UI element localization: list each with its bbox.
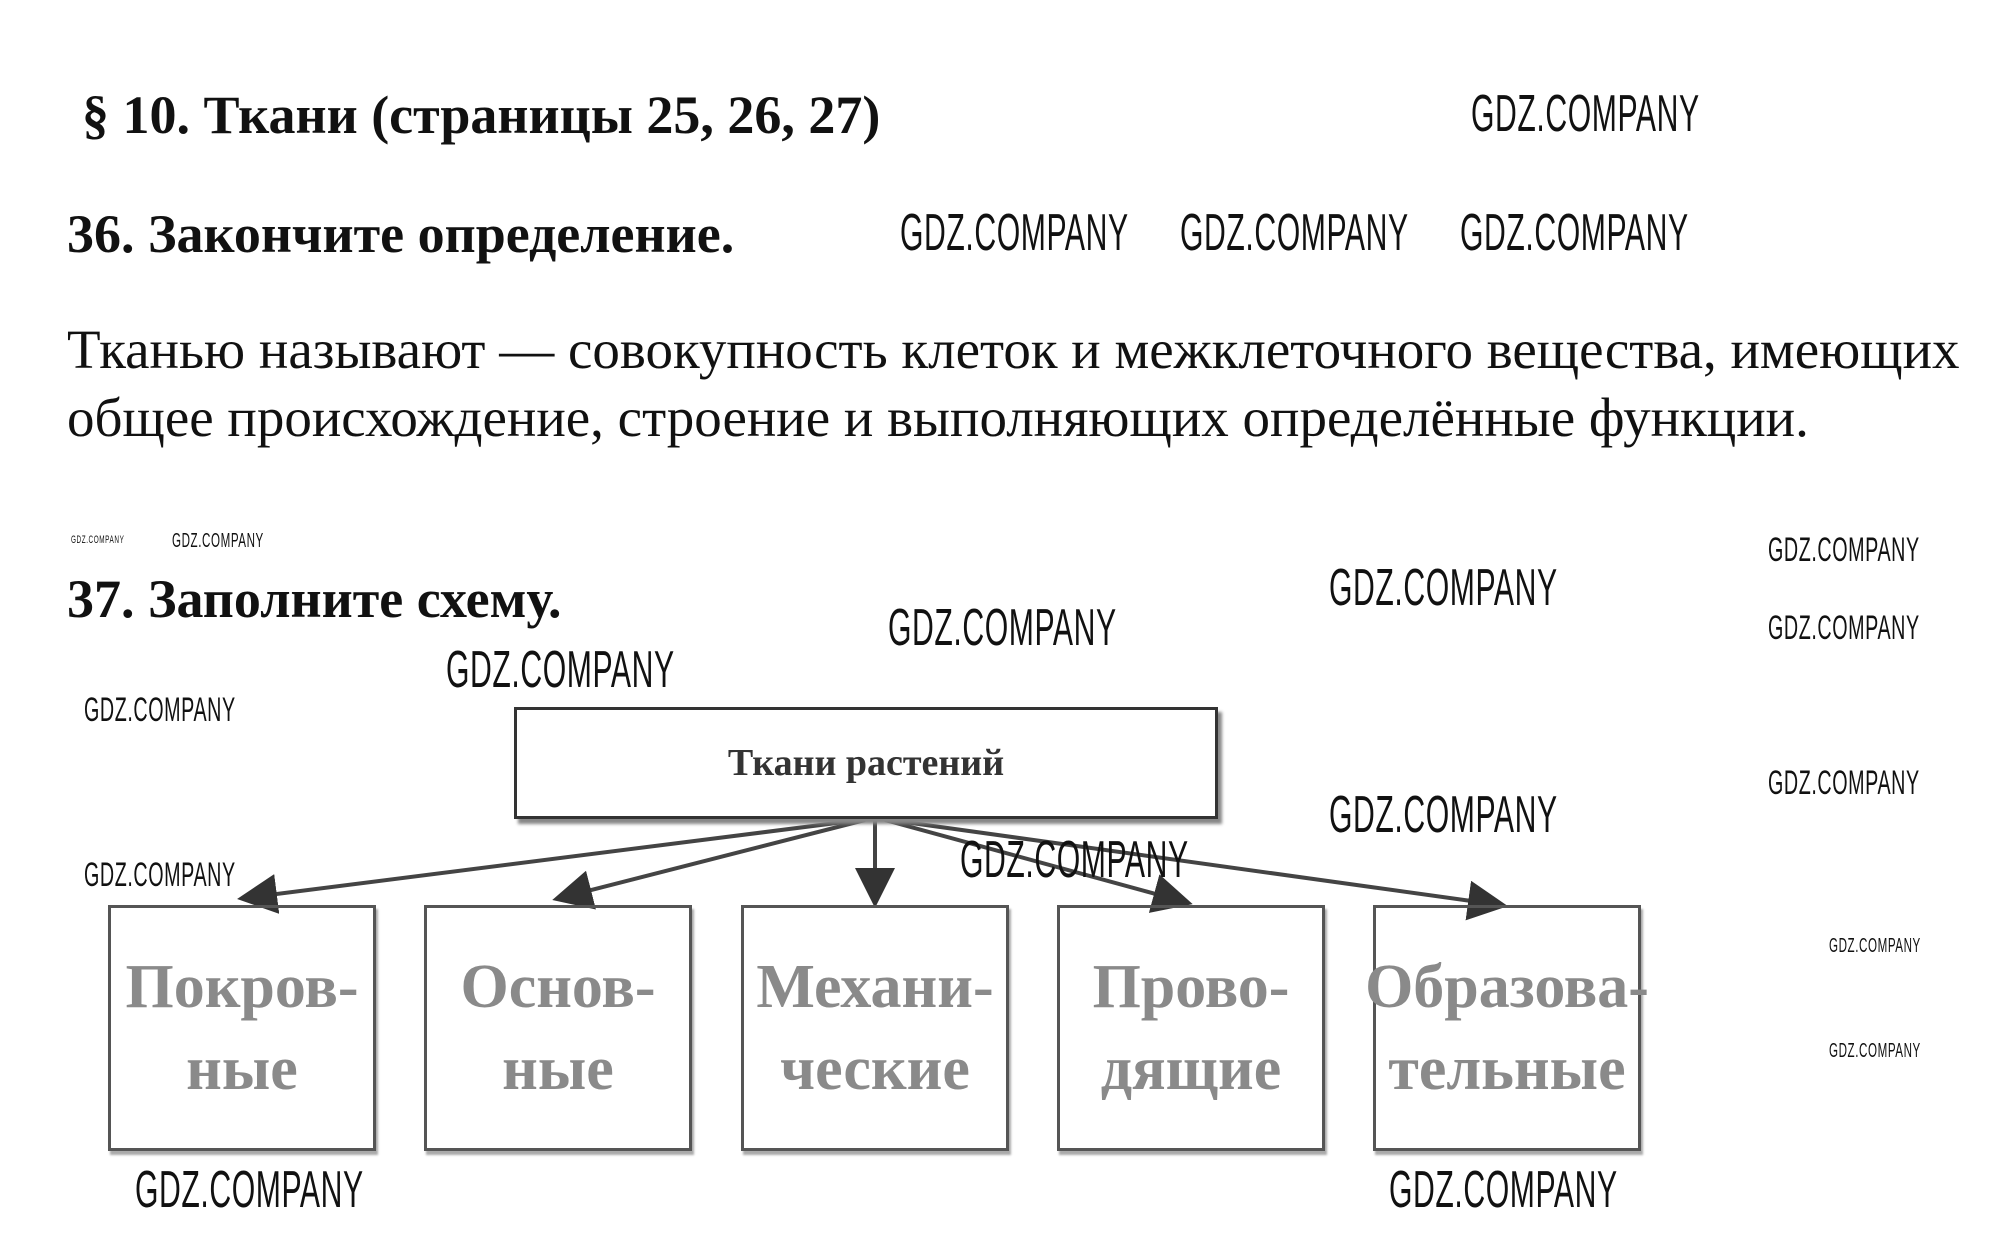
scheme-box-conductive: Прово-дящие bbox=[1057, 905, 1325, 1151]
box-line-2: дящие bbox=[1100, 1035, 1282, 1103]
box-line-1: Прово- bbox=[1092, 953, 1290, 1021]
watermark: GDZ.COMPANY bbox=[135, 1161, 364, 1219]
watermark: GDZ.COMPANY bbox=[888, 599, 1117, 657]
task-37-title: 37. Заполните схему. bbox=[67, 569, 562, 629]
watermark: GDZ.COMPANY bbox=[960, 831, 1189, 889]
box-line-1: Покров- bbox=[125, 953, 359, 1021]
box-line-1: Образова- bbox=[1365, 953, 1649, 1021]
watermark: GDZ.COMPANY bbox=[84, 691, 236, 729]
watermark: GDZ.COMPANY bbox=[71, 534, 125, 546]
watermark: GDZ.COMPANY bbox=[1460, 204, 1689, 262]
scheme-root-box: Ткани растений bbox=[514, 707, 1218, 819]
watermark: GDZ.COMPANY bbox=[1471, 85, 1700, 143]
box-line-2: ные bbox=[502, 1035, 614, 1103]
watermark: GDZ.COMPANY bbox=[1329, 786, 1558, 844]
watermark: GDZ.COMPANY bbox=[172, 530, 264, 552]
task-36-definition: Тканью называют — совокупность клеток и … bbox=[67, 319, 1960, 448]
scheme-box-ground: Основ-ные bbox=[424, 905, 692, 1151]
watermark: GDZ.COMPANY bbox=[900, 204, 1129, 262]
watermark: GDZ.COMPANY bbox=[1768, 609, 1920, 647]
arrow-4 bbox=[884, 818, 1193, 913]
scheme-box-integumentary: Покров-ные bbox=[108, 905, 376, 1151]
task-36-title: 36. Закончите определение. bbox=[67, 204, 735, 264]
watermark: GDZ.COMPANY bbox=[1829, 1040, 1921, 1062]
watermark: GDZ.COMPANY bbox=[1389, 1161, 1618, 1219]
arrow-1 bbox=[237, 818, 861, 914]
watermark: GDZ.COMPANY bbox=[1329, 559, 1558, 617]
arrow-5 bbox=[889, 818, 1508, 921]
scheme-box-meristem: Образова-тельные bbox=[1365, 905, 1649, 1151]
box-line-2: ные bbox=[186, 1035, 298, 1103]
box-line-2: тельные bbox=[1388, 1035, 1626, 1103]
page-heading: § 10. Ткани (страницы 25, 26, 27) bbox=[82, 85, 881, 145]
watermark: GDZ.COMPANY bbox=[1768, 531, 1920, 569]
watermark: GDZ.COMPANY bbox=[446, 641, 675, 699]
scheme-box-mechanical: Механи-ческие bbox=[741, 905, 1009, 1151]
arrow-2 bbox=[552, 818, 866, 910]
box-line-2: ческие bbox=[780, 1035, 970, 1103]
box-line-1: Основ- bbox=[460, 953, 656, 1021]
box-line-1: Механи- bbox=[756, 953, 994, 1021]
watermark: GDZ.COMPANY bbox=[1768, 764, 1920, 802]
watermark: GDZ.COMPANY bbox=[1829, 935, 1921, 957]
watermark: GDZ.COMPANY bbox=[84, 856, 236, 894]
watermark: GDZ.COMPANY bbox=[1180, 204, 1409, 262]
